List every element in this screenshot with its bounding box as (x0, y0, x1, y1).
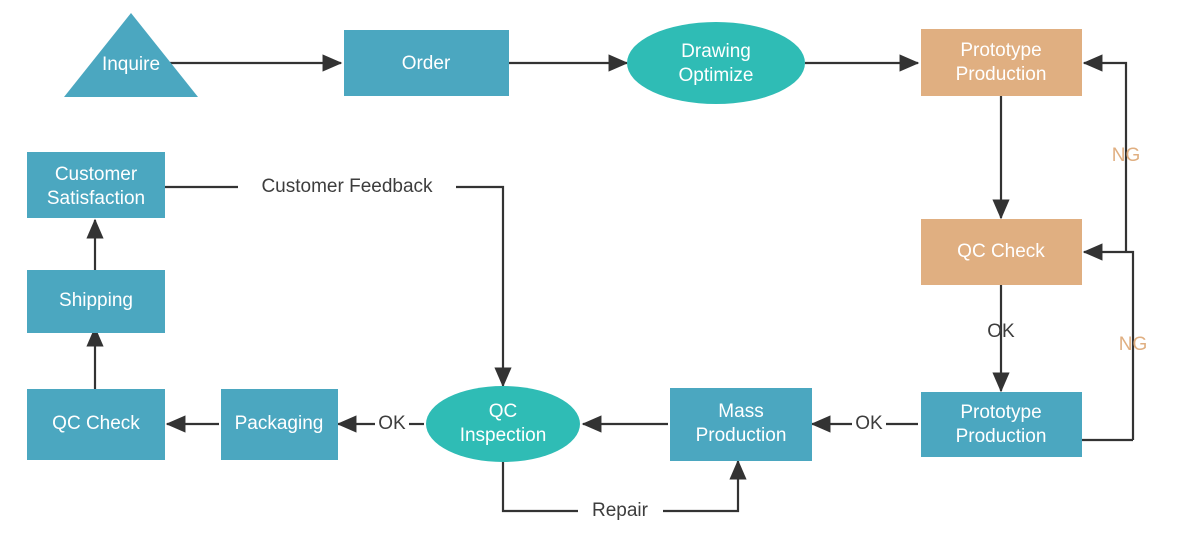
prototype-production-top-rect-shape (921, 29, 1082, 96)
prototype-production-bottom-rect-shape (921, 392, 1082, 457)
edge-ng-prototype-bottom-to-qc-check (1082, 243, 1135, 440)
edge-customer-feedback-to-qc-inspection (456, 185, 512, 388)
node-inquire[interactable]: Inquire (64, 13, 198, 97)
node-prototype-production-bottom[interactable]: Prototype Production (921, 392, 1082, 457)
node-mass-production[interactable]: Mass Production (670, 388, 812, 461)
node-customer-satisfaction[interactable]: Customer Satisfaction (27, 152, 165, 218)
node-prototype-production-top[interactable]: Prototype Production (921, 29, 1082, 96)
node-qc-check-right[interactable]: QC Check (921, 219, 1082, 285)
node-qc-inspection[interactable]: QC Inspection (426, 386, 580, 462)
node-shipping[interactable]: Shipping (27, 270, 165, 333)
order-rect-shape (344, 30, 509, 96)
edge-label-customer-feedback: Customer Feedback (261, 176, 433, 197)
mass-production-rect-shape (670, 388, 812, 461)
node-drawing-optimize[interactable]: Drawing Optimize (627, 22, 805, 104)
customer-satisfaction-rect-shape (27, 152, 165, 218)
drawing-optimize-ellipse-shape (627, 22, 805, 104)
node-packaging[interactable]: Packaging (221, 389, 338, 460)
edge-label-ng-lower: NG (1119, 334, 1148, 355)
edge-ng-qc-check-to-prototype-top (1082, 54, 1128, 252)
qc-inspection-ellipse-shape (426, 386, 580, 462)
node-qc-check-left[interactable]: QC Check (27, 389, 165, 460)
inquire-triangle-shape (64, 13, 198, 97)
qc-check-right-rect-shape (921, 219, 1082, 285)
edge-label-ok-qc-to-prototype: OK (987, 321, 1015, 342)
edge-label-ok-inspection-to-packaging: OK (378, 413, 406, 434)
qc-check-left-rect-shape (27, 389, 165, 460)
edge-label-ok-prototype-to-mass: OK (855, 413, 883, 434)
shipping-rect-shape (27, 270, 165, 333)
edge-qc-inspection-repair-out (501, 462, 578, 513)
edge-label-ng-upper: NG (1112, 145, 1141, 166)
edge-repair-to-mass-production (663, 459, 747, 513)
packaging-rect-shape (221, 389, 338, 460)
edge-label-repair: Repair (592, 500, 649, 521)
node-order[interactable]: Order (344, 30, 509, 96)
